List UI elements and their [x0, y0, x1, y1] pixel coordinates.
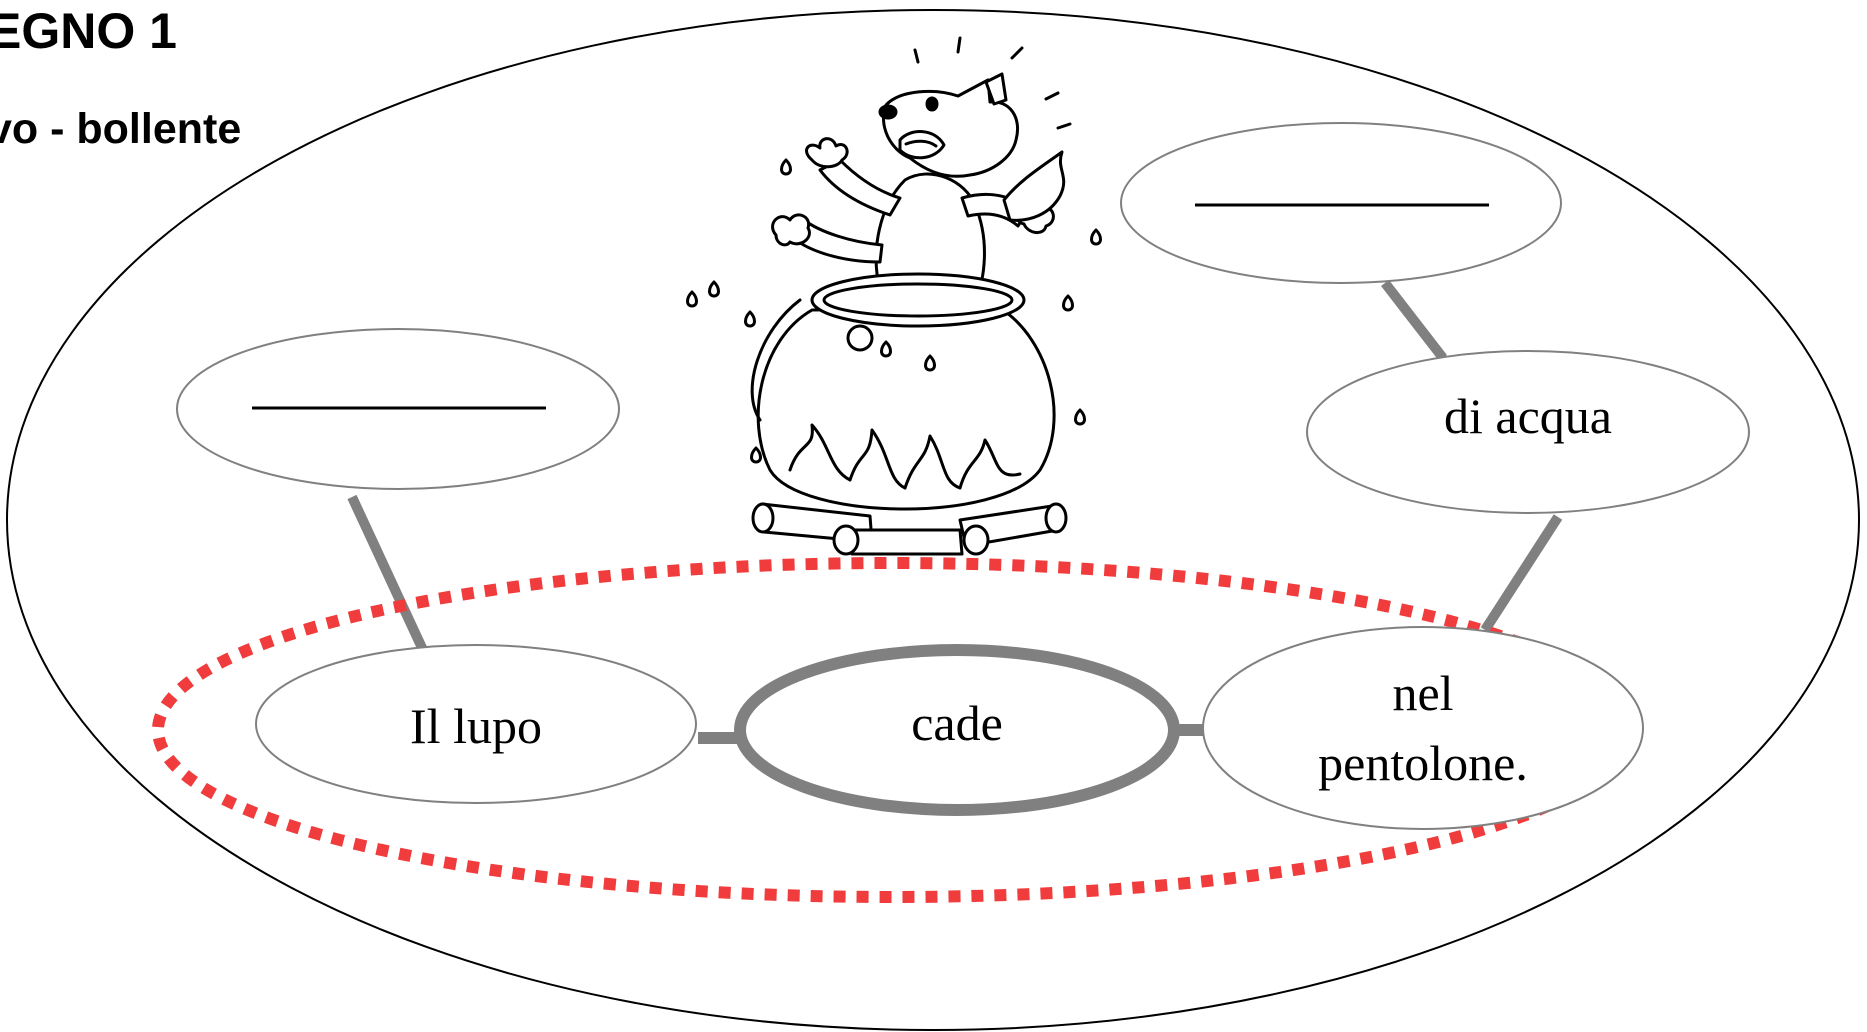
wolf-tail — [1002, 150, 1066, 222]
worksheet-title: EGNO 1 — [0, 3, 177, 59]
wolf-paw-left — [805, 137, 849, 169]
node-verb-shape — [734, 644, 1180, 816]
cauldron-handle — [750, 298, 802, 422]
node-subject-shape — [255, 644, 697, 804]
connector-left-blank-subject — [347, 494, 428, 653]
water-drops — [686, 158, 1102, 464]
firewood — [751, 502, 1068, 556]
node-blank-right-shape — [1120, 122, 1562, 284]
connector-complement-location — [1480, 514, 1563, 633]
node-verb-label: cade — [911, 695, 1003, 751]
node-location-shape — [1202, 626, 1644, 830]
wolf-nose — [878, 104, 898, 120]
node-location: nel pentolone. — [1202, 626, 1644, 830]
node-subject-label: Il lupo — [410, 698, 542, 754]
flames — [788, 423, 1022, 490]
connector-right-blank-complement — [1381, 279, 1447, 362]
node-blank-left[interactable] — [176, 328, 620, 490]
node-location-label-line2: pentolone. — [1318, 735, 1528, 791]
wolf-ear — [984, 72, 1008, 106]
cauldron-body — [756, 306, 1056, 511]
node-complement-label: di acqua — [1444, 388, 1612, 444]
node-complement: di acqua — [1306, 350, 1750, 514]
wolf-arm-left — [818, 158, 902, 217]
connectors — [347, 279, 1563, 744]
cauldron-rim — [810, 272, 1026, 328]
wolf-mouth — [898, 130, 946, 160]
node-complement-shape — [1306, 350, 1750, 514]
node-verb: cade — [734, 644, 1180, 816]
node-location-label-line1: nel — [1392, 665, 1453, 721]
wolf-eye — [925, 96, 939, 112]
outer-ellipse — [6, 9, 1860, 1031]
cauldron-handle-ring — [846, 324, 874, 352]
node-subject: Il lupo — [255, 644, 697, 804]
worksheet-subtitle: vo - bollente — [0, 105, 242, 153]
wolf-in-pot-illustration — [686, 36, 1102, 556]
cauldron-rim-inner — [822, 282, 1014, 318]
surprise-marks — [913, 36, 1072, 130]
wolf-body — [874, 172, 986, 302]
wolf-teeth — [904, 139, 938, 148]
wolf-paw-lower — [771, 213, 811, 247]
node-blank-right[interactable] — [1120, 122, 1562, 284]
